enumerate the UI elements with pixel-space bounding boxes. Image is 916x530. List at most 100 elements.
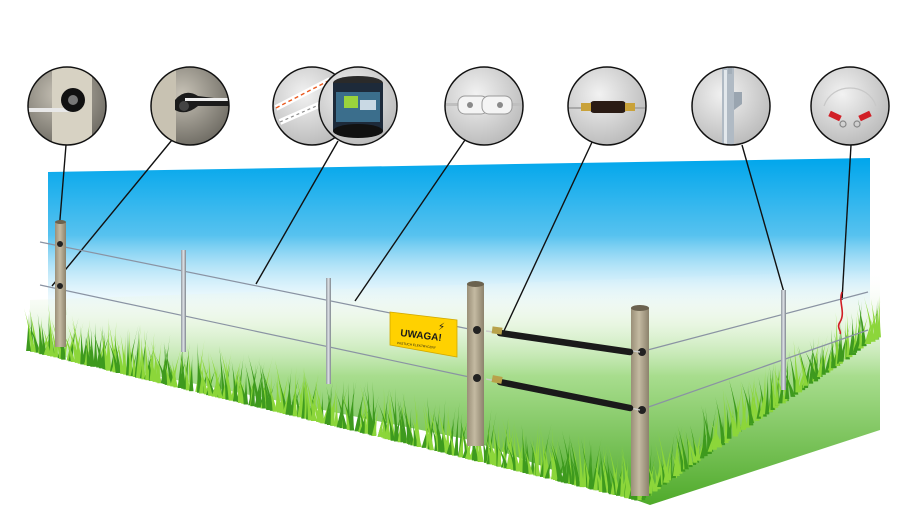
grass-blade xyxy=(261,364,271,411)
grass-blade xyxy=(539,442,545,477)
grass-blade xyxy=(304,366,309,419)
grass-blade xyxy=(447,428,457,456)
grass-blade xyxy=(589,439,594,490)
grass-blade xyxy=(102,325,107,370)
grass-blade xyxy=(607,444,621,496)
grass-blade xyxy=(740,381,755,424)
grass-blade xyxy=(355,381,367,432)
grass-blade xyxy=(371,404,380,436)
grass-blade xyxy=(726,403,732,439)
wooden-post-left xyxy=(55,220,66,347)
grass-blade xyxy=(152,350,158,382)
warning-sign-symbol: ⚡ xyxy=(438,322,445,333)
grass-blade xyxy=(446,408,456,455)
grass-blade xyxy=(131,344,138,377)
grass-blade xyxy=(335,392,348,429)
grass-blade xyxy=(163,361,172,386)
grass-blade xyxy=(196,342,202,393)
grass-blade xyxy=(412,419,422,447)
grass-blade xyxy=(824,342,834,373)
grass-blade xyxy=(80,326,85,365)
grass-blade xyxy=(150,340,162,384)
grass-blade xyxy=(285,366,292,415)
grass-blade xyxy=(66,322,77,361)
grass-blade xyxy=(830,329,836,369)
grass-blade xyxy=(657,430,670,483)
grass-blade xyxy=(141,337,146,380)
callout-polywire-spool xyxy=(318,66,398,146)
grass-blade xyxy=(864,312,875,344)
grass-blade xyxy=(568,441,576,485)
grass-blade xyxy=(177,337,184,388)
grass-blade xyxy=(492,420,499,466)
grass-blade xyxy=(514,424,525,473)
grass-blade xyxy=(200,364,210,394)
grass-blade xyxy=(105,317,111,371)
grass-blade xyxy=(189,353,194,392)
grass-blade xyxy=(389,388,401,442)
grass-blade xyxy=(572,442,581,486)
grass-blade xyxy=(569,454,581,487)
grass-blade xyxy=(591,438,602,490)
grass-blade xyxy=(758,381,768,417)
grass-blade xyxy=(445,405,450,454)
callout-gate-handle xyxy=(567,66,647,146)
grass-blade xyxy=(796,346,809,386)
grass-blade xyxy=(848,324,854,355)
grass-blade xyxy=(530,439,535,475)
grass-blade xyxy=(412,421,418,447)
grass-blade xyxy=(387,391,396,440)
callout-wire-connector xyxy=(444,66,524,146)
grass-blade xyxy=(90,326,95,367)
grass-blade xyxy=(81,326,90,365)
grass-blade xyxy=(750,377,758,424)
grass-blade xyxy=(578,433,584,488)
grass-blade xyxy=(722,388,729,441)
polywire-spool-icon xyxy=(333,76,383,138)
grass-blade xyxy=(423,399,434,451)
grass-blade xyxy=(396,397,408,444)
grass-blade xyxy=(593,443,601,491)
grass-blade xyxy=(530,434,541,477)
grass-blade xyxy=(333,390,339,427)
grass-blade xyxy=(851,313,857,355)
grass-blade xyxy=(306,380,311,420)
lower-wire-right xyxy=(639,329,869,411)
grass-blade xyxy=(551,440,564,482)
grass-blade xyxy=(809,340,821,380)
grass-blade xyxy=(511,437,521,472)
grass-blade xyxy=(358,407,367,434)
grass-blade xyxy=(219,348,234,401)
grass-blade xyxy=(497,421,502,467)
grass-blade xyxy=(523,446,534,475)
grass-blade xyxy=(703,407,708,457)
grass-blade xyxy=(817,334,828,377)
grass-blade xyxy=(645,457,657,492)
plastic-post-1 xyxy=(181,250,186,352)
grass-blade xyxy=(354,392,364,432)
grass-blade xyxy=(303,367,313,421)
grass-blade xyxy=(37,313,44,355)
grass-blade xyxy=(803,339,817,388)
wire-connector-icon xyxy=(446,95,522,115)
grass-blade xyxy=(773,368,787,404)
grass-blade xyxy=(863,296,876,342)
grass-blade xyxy=(259,360,267,409)
grass-blade xyxy=(243,370,249,405)
connection-cable-icon xyxy=(823,87,877,128)
grass-blade xyxy=(198,359,205,394)
grass-blade xyxy=(28,323,41,353)
grass-blade xyxy=(326,379,333,425)
grass-blade xyxy=(181,346,186,389)
grass-blade xyxy=(135,324,141,378)
warning-sign: UWAGA! PASTUCH ELEKTRYCZNY ⚡ xyxy=(389,311,458,358)
grass-blade xyxy=(329,395,335,426)
grass-blade xyxy=(163,343,174,386)
gate-post-right xyxy=(631,305,649,496)
grass-blade xyxy=(73,336,80,363)
grass-blade xyxy=(23,308,36,352)
grass-blade xyxy=(774,361,780,406)
grass-blade xyxy=(736,395,742,432)
grass-blade xyxy=(197,358,209,395)
grass-blade xyxy=(797,345,809,386)
